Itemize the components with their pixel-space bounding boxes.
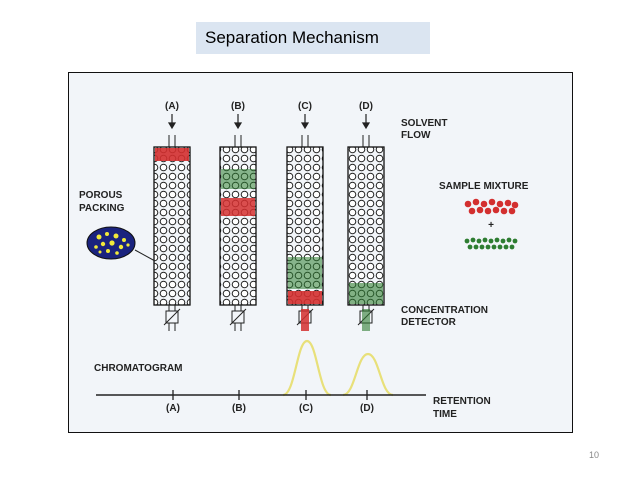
solvent-flow-label-2: FLOW [401,130,431,141]
axis-label-c: (C) [299,403,313,414]
porous-particle-icon [86,226,156,262]
porous-packing-label-2: PACKING [79,203,125,214]
page-number: 10 [589,450,600,460]
solvent-flow-label-1: SOLVENT [401,118,447,129]
column-c [286,146,324,306]
peak-red-component [282,339,332,397]
detector-d-green-band [362,309,370,331]
diagram-panel: (A) (B) (C) (D) [68,72,573,433]
detector-label-1: CONCENTRATION [401,305,488,316]
slide-title: Separation Mechanism [196,22,430,54]
sample-mixture-label: SAMPLE MIXTURE [439,181,529,192]
detectors [163,305,375,331]
column-label-c: (C) [298,101,312,112]
axis-label-b: (B) [232,403,246,414]
column-label-b: (B) [231,101,245,112]
axis-ticks [172,390,368,400]
column-b [219,146,257,306]
axis-label-a: (A) [166,403,180,414]
retention-time-label-1: RETENTION [433,396,491,407]
column-label-d: (D) [359,101,373,112]
retention-time-label-2: TIME [433,409,457,420]
detector-label-2: DETECTOR [401,317,457,328]
inlet-tubes [168,135,370,147]
chromatogram-label: CHROMATOGRAM [94,363,183,374]
green-sample-dots [464,237,518,250]
column-a [153,146,191,306]
peak-green-component [342,352,394,397]
porous-packing-label-1: POROUS [79,190,123,201]
column-d [347,146,385,306]
column-label-a: (A) [165,101,179,112]
red-sample-dots [464,198,519,215]
axis-label-d: (D) [360,403,374,414]
flow-arrows [167,114,371,130]
detector-c-red-band [301,309,309,331]
separation-diagram: (A) (B) (C) (D) [79,101,529,420]
plus-sign: + [488,220,494,231]
